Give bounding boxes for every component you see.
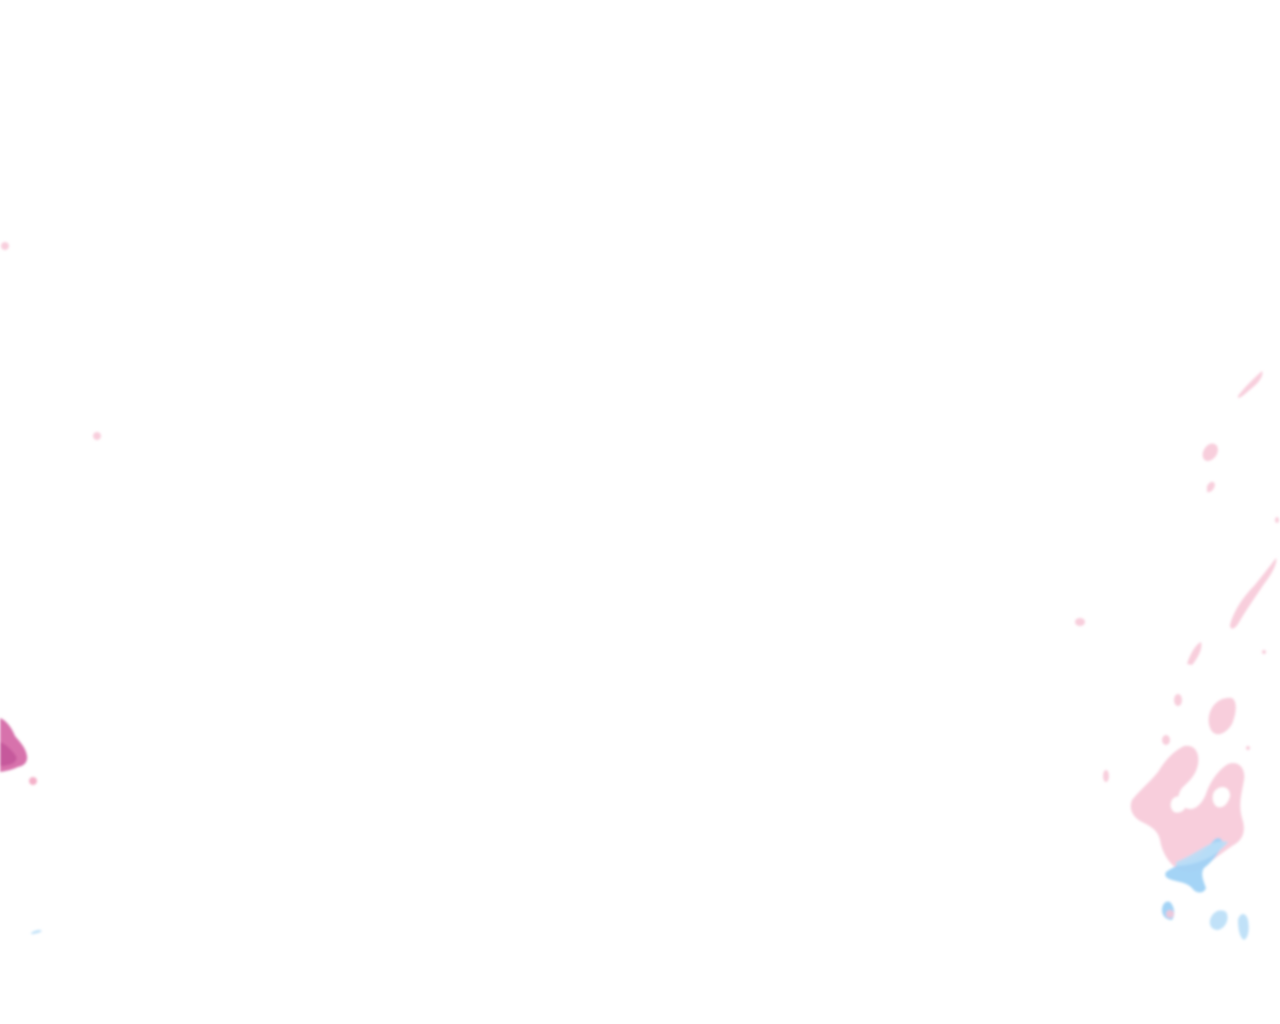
precip-cell-9	[1162, 735, 1170, 745]
precip-cell-small-left	[29, 777, 37, 785]
sleet-cell-12	[1209, 910, 1228, 930]
precip-cell-7	[1174, 694, 1182, 706]
precip-main-hole-2	[1212, 787, 1230, 808]
precip-speck-14	[1275, 517, 1279, 523]
precip-cell-speck-left	[93, 432, 101, 440]
precip-cell-speck-topleft	[1, 242, 9, 250]
precip-cell-6	[1187, 642, 1202, 665]
sleet-cell-left	[31, 929, 42, 934]
precip-cell-8	[1208, 697, 1236, 735]
precip-cell-3	[1207, 481, 1215, 493]
sleet-main-band-2	[1176, 841, 1228, 866]
precip-speck-16	[1246, 746, 1250, 750]
precip-cluster-left	[0, 242, 101, 934]
precip-cell-heavy-left-core	[0, 742, 17, 766]
precip-streak-4	[1230, 558, 1277, 629]
precip-cell-2	[1202, 443, 1218, 461]
precip-streak-1	[1238, 371, 1263, 398]
sleet-cell-13	[1238, 914, 1249, 940]
precip-cluster-right	[1075, 371, 1279, 940]
precip-cell-5	[1075, 618, 1085, 626]
precip-main-hole	[1170, 796, 1186, 813]
precip-cell-11-rain	[1166, 910, 1174, 918]
precip-cell-10	[1103, 770, 1109, 782]
precip-speck-15	[1262, 650, 1266, 654]
